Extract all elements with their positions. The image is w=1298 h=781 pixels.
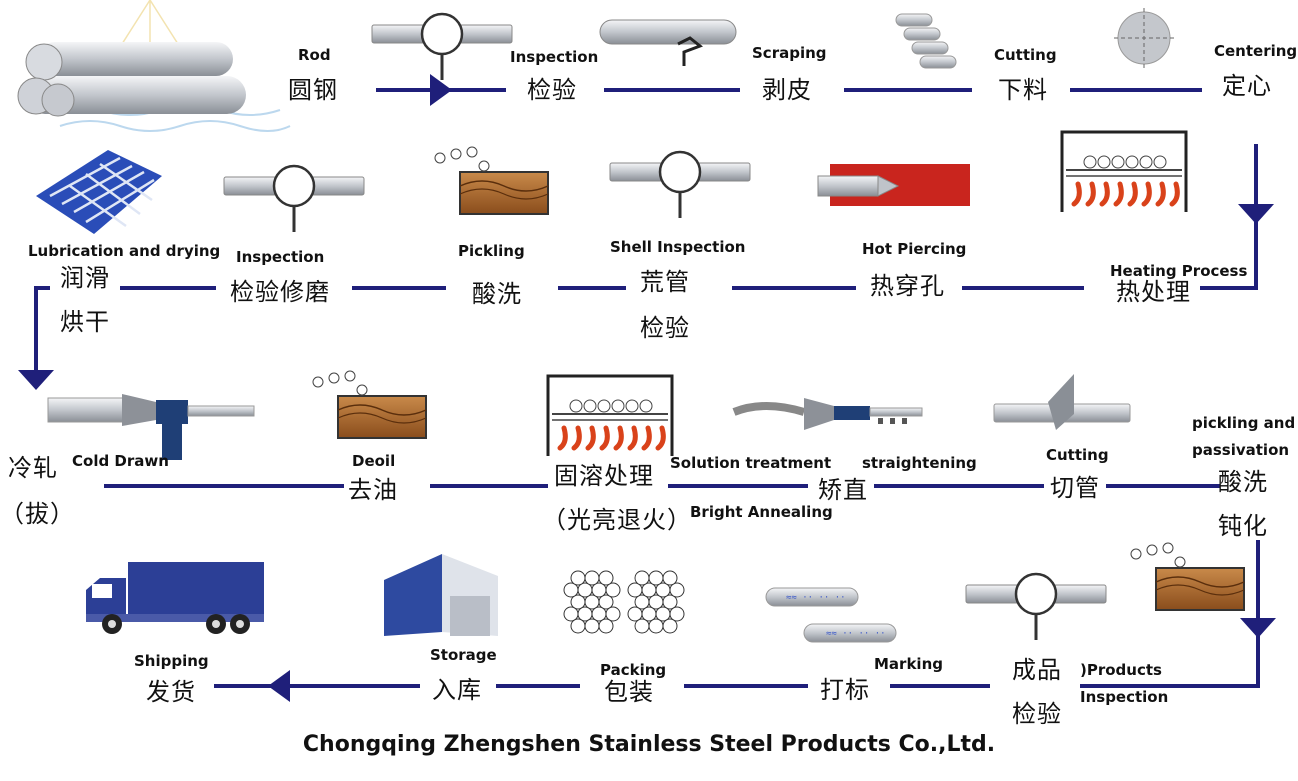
step-hot-piercing-en: Hot Piercing: [862, 240, 967, 258]
step-cutting1-zh: 下料: [998, 76, 1048, 104]
arrow-right-icon: [430, 74, 452, 106]
pickling-bath-icon: [1130, 542, 1245, 611]
step-scraping-en: Scraping: [752, 44, 827, 62]
step-packing-zh: 包装: [604, 678, 654, 706]
step-heating-zh: 热处理: [1116, 278, 1191, 306]
step-cold-drawn-zh2: （拔）: [0, 500, 75, 528]
arrow-down-icon: [18, 370, 54, 390]
step-shipping-zh: 发货: [146, 678, 196, 706]
magnifier-icon: [964, 572, 1108, 642]
flow-arrowheads: [18, 74, 1276, 702]
step-pickling2-en1: pickling and: [1192, 414, 1296, 432]
step-pickling2-zh2: 钝化: [1218, 512, 1268, 540]
warehouse-icon: [384, 554, 498, 636]
step-lubrication-zh2: 烘干: [60, 308, 110, 336]
arrow-left-icon: [268, 670, 290, 702]
cutter-icon: [993, 374, 1131, 430]
step-centering-en: Centering: [1214, 42, 1298, 60]
step-shell-inspection-zh1: 荒管: [640, 268, 690, 296]
step-pickling1-zh: 酸洗: [472, 280, 522, 308]
step-cutting2-en: Cutting: [1046, 446, 1109, 464]
step-products-inspection-zh2: 检验: [1012, 700, 1062, 728]
step-cold-drawn-zh1: 冷轧: [8, 454, 58, 482]
arrow-down-icon: [1238, 204, 1274, 224]
step-products-inspection-zh1: 成品: [1012, 656, 1062, 684]
step-storage-zh: 入库: [432, 676, 482, 704]
step-inspection1-zh: 检验: [527, 76, 577, 104]
truck-icon: [86, 562, 264, 634]
step-cutting1-en: Cutting: [994, 46, 1057, 64]
step-pickling2-en2: passivation: [1192, 441, 1290, 459]
mesh-icon: [36, 150, 162, 234]
cold-drawing-icon: [47, 394, 255, 460]
step-shell-inspection-zh2: 检验: [640, 314, 690, 342]
step-shipping-en: Shipping: [134, 652, 209, 670]
step-pickling2-zh1: 酸洗: [1218, 468, 1268, 496]
step-inspection2-en: Inspection: [236, 248, 325, 266]
step-marking-en: Marking: [874, 655, 943, 673]
step-hot-piercing-zh: 热穿孔: [870, 272, 945, 300]
magnifier-icon: [370, 12, 514, 82]
step-solution-zh1: 固溶处理: [554, 462, 654, 490]
pickling-bath-icon: [312, 370, 427, 439]
step-heating-en: Heating Process: [1110, 262, 1248, 280]
step-rod-zh: 圆钢: [288, 76, 338, 104]
scraping-icon: [599, 19, 737, 66]
step-solution-zh2: （光亮退火）: [542, 506, 692, 534]
step-packing-en: Packing: [600, 661, 667, 679]
furnace-icon: [1062, 132, 1186, 212]
centering-icon: [1114, 8, 1174, 68]
straightener-icon: [732, 398, 923, 430]
cut-pieces-icon: [895, 13, 957, 69]
step-cold-drawn-en: Cold Drawn: [72, 452, 169, 470]
step-inspection1-en: Inspection: [510, 48, 599, 66]
step-solution-en: Solution treatment: [670, 454, 832, 472]
step-storage-en: Storage: [430, 646, 497, 664]
step-straightening-en: straightening: [862, 454, 977, 472]
step-rod-en: Rod: [298, 46, 331, 64]
step-deoil-zh: 去油: [348, 476, 398, 504]
marked-pipes-icon: ≈≈ ·· ·· ·· ≈≈ ·· ·· ··: [765, 587, 897, 643]
step-solution-en2: Bright Annealing: [690, 503, 833, 521]
flow-lines: [34, 88, 1260, 688]
arrow-down-icon: [1240, 618, 1276, 638]
step-straightening-zh: 矫直: [818, 476, 868, 504]
step-inspection2-zh: 检验修磨: [230, 278, 330, 306]
svg-text:≈≈ ·· ·· ··: ≈≈ ·· ·· ··: [826, 629, 886, 639]
step-deoil-en: Deoil: [352, 452, 396, 470]
step-scraping-zh: 剥皮: [762, 76, 812, 104]
pipe-bundles-icon: [563, 570, 685, 634]
piercing-icon: [817, 164, 970, 206]
step-cutting2-zh: 切管: [1050, 474, 1100, 502]
step-products-inspection-en2: Inspection: [1080, 688, 1169, 706]
step-pickling1-en: Pickling: [458, 242, 525, 260]
furnace-icon: [548, 376, 672, 456]
steel-rods-icon: [17, 0, 291, 132]
svg-text:≈≈ ·· ·· ··: ≈≈ ·· ·· ··: [786, 593, 846, 603]
step-centering-zh: 定心: [1222, 72, 1272, 100]
magnifier-icon: [608, 150, 752, 220]
step-shell-inspection-en: Shell Inspection: [610, 238, 746, 256]
step-lubrication-en: Lubrication and drying: [28, 242, 221, 260]
company-name: Chongqing Zhengshen Stainless Steel Prod…: [302, 732, 996, 757]
magnifier-icon: [222, 164, 366, 234]
pickling-bath-icon: [434, 146, 549, 215]
step-marking-zh: 打标: [820, 676, 870, 704]
step-lubrication-zh1: 润滑: [60, 264, 110, 292]
step-products-inspection-en1: )Products: [1080, 661, 1162, 679]
